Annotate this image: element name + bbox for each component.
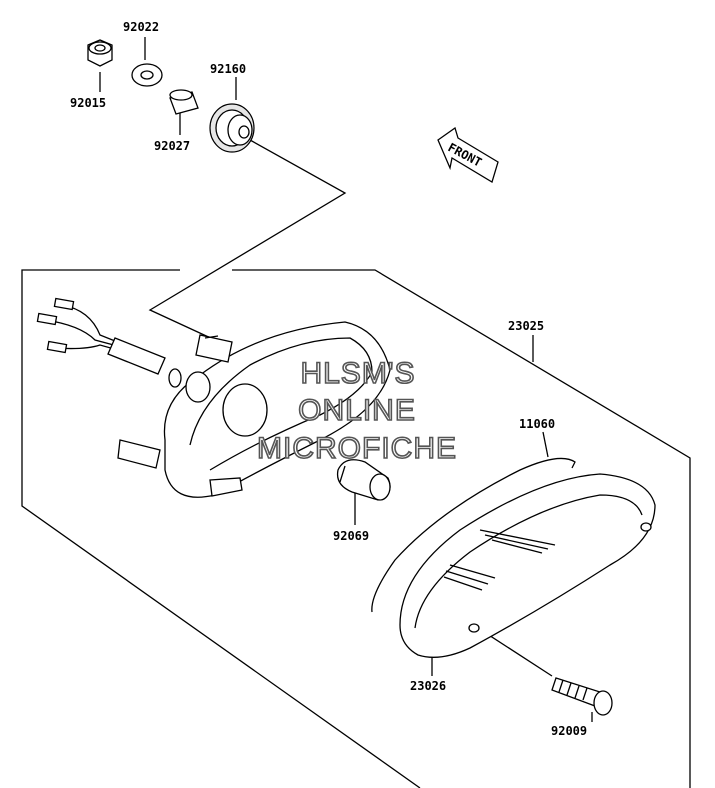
lens-23026[interactable] — [399, 473, 656, 658]
watermark-line-2: ONLINE — [298, 394, 416, 427]
wire-harness[interactable] — [36, 297, 182, 388]
collar-92027[interactable] — [169, 89, 199, 115]
label-23026: 23026 — [410, 679, 446, 693]
label-92009: 92009 — [551, 724, 587, 738]
label-92027: 92027 — [154, 139, 190, 153]
lamp-housing-23025[interactable] — [117, 321, 391, 498]
watermark-line-1: HLSM'S — [300, 357, 415, 390]
part-labels: 92022 92015 92160 92027 23025 11060 9206… — [70, 20, 587, 738]
front-arrow: FRONT — [437, 126, 499, 183]
bulb-92069[interactable] — [336, 459, 391, 501]
label-92160: 92160 — [210, 62, 246, 76]
screw-92009[interactable] — [551, 677, 613, 716]
label-92015: 92015 — [70, 96, 106, 110]
label-92069: 92069 — [333, 529, 369, 543]
nut-92015[interactable] — [87, 39, 113, 67]
lens-ribs — [443, 529, 556, 591]
label-92022: 92022 — [123, 20, 159, 34]
watermark-line-3: MICROFICHE — [257, 432, 457, 465]
grommet-92160[interactable] — [209, 103, 255, 153]
label-11060: 11060 — [519, 417, 555, 431]
assembly-outline — [21, 269, 691, 788]
watermark: HLSM'S ONLINE MICROFICHE — [256, 356, 457, 466]
washer-92022[interactable] — [131, 63, 163, 87]
label-23025: 23025 — [508, 319, 544, 333]
gasket-11060[interactable] — [371, 457, 576, 613]
